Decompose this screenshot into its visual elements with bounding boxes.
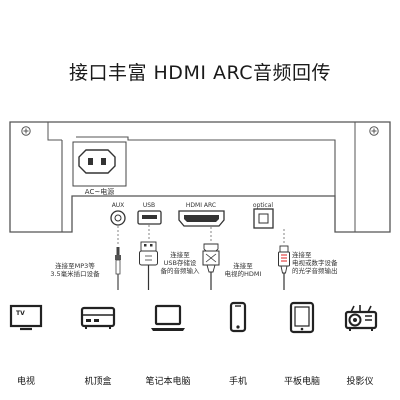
screw-right	[369, 126, 379, 136]
hdmi-port	[178, 210, 225, 227]
laptop-icon	[151, 304, 185, 331]
hdmi-port-label: HDMI ARC	[185, 202, 217, 209]
optical-plug-icon	[278, 245, 290, 290]
usb-connection-label: 连接至 USB存储设 备的音频输入	[160, 251, 200, 275]
hdmi-connection-label: 连接至 电视的HDMI	[224, 262, 262, 278]
device-label-projector: 投影仪	[346, 377, 374, 387]
tv-icon: TV	[9, 304, 43, 331]
optical-port-label: optical	[252, 202, 274, 209]
device-label-tv: 电视	[16, 377, 35, 387]
usb-plug-icon	[139, 241, 158, 290]
aux-port	[110, 210, 126, 226]
power-label: AC~电源	[84, 188, 115, 196]
device-label-laptop: 笔记本电脑	[145, 377, 191, 387]
usb-port	[137, 210, 162, 225]
device-label-tablet: 平板电脑	[283, 377, 320, 387]
tv-badge: TV	[16, 310, 25, 317]
optical-port	[253, 208, 274, 229]
phone-icon	[229, 301, 247, 333]
optical-connection-label: 连接至 电视或数字设备 的光学音频输出	[292, 251, 338, 275]
set-top-box-icon	[80, 306, 116, 329]
aux-port-label: AUX	[111, 202, 125, 209]
device-label-set-top-box: 机顶盒	[84, 377, 112, 387]
tablet-icon	[289, 301, 315, 334]
hdmi-plug-icon	[202, 243, 220, 290]
screw-left	[21, 126, 31, 136]
aux-connection-label: 连接至MP3等 3.5毫米插口设备	[50, 262, 100, 278]
page-title: 接口丰富 HDMI ARC音频回传	[68, 62, 331, 84]
aux-plug-icon	[115, 247, 121, 290]
projector-icon	[344, 305, 378, 331]
power-socket	[72, 141, 127, 187]
panel-inner-step	[47, 122, 62, 141]
device-label-phone: 手机	[228, 377, 247, 387]
panel-top-edge	[76, 136, 336, 196]
usb-port-label: USB	[142, 202, 156, 209]
